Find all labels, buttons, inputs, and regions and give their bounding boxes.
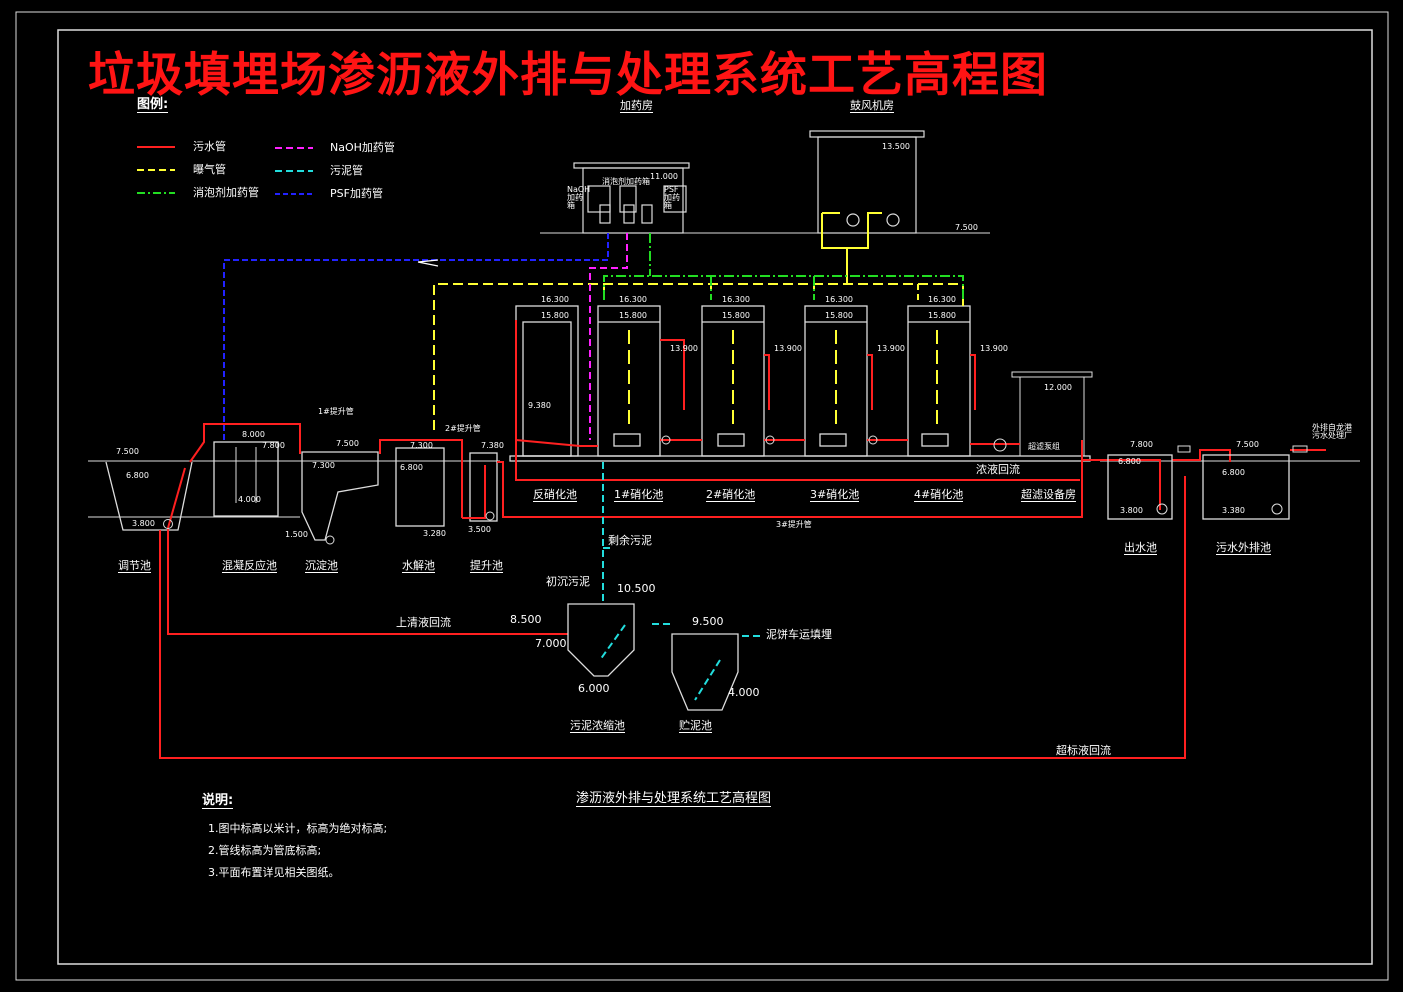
page-title: 垃圾填埋场渗沥液外排与处理系统工艺高程图	[88, 48, 1048, 103]
elev-label: 9.500	[692, 615, 724, 628]
elev-label: 3.280	[423, 529, 446, 538]
unit-name: 污泥浓缩池	[570, 719, 625, 733]
elev-label: 7.500	[336, 439, 359, 448]
elev-label: 16.300	[825, 295, 853, 304]
elev-label: 6.800	[1222, 468, 1245, 477]
unit-name: 水解池	[402, 559, 435, 573]
elev-label: 13.900	[877, 344, 905, 353]
legend-item: 污泥管	[330, 164, 363, 177]
unit-name: 超滤设备房	[1021, 488, 1076, 502]
elev-label: 9.380	[528, 401, 551, 410]
elev-label: 7.380	[481, 441, 504, 450]
elev-label: 6.000	[578, 682, 610, 695]
unit-name: 反硝化池	[533, 488, 577, 502]
elev-label: 13.900	[670, 344, 698, 353]
unit-name: 混凝反应池	[222, 559, 277, 573]
unit-name: 污水外排池	[1216, 541, 1271, 555]
elev-label: 3.800	[1120, 506, 1143, 515]
blower-room-label: 鼓风机房	[850, 99, 894, 113]
tank-label: NaOH加药箱	[567, 185, 591, 210]
elev-label: 7.300	[410, 441, 433, 450]
elev-label: 3.500	[468, 525, 491, 534]
note-line: 3.平面布置详见相关图纸。	[208, 866, 340, 879]
note-line: 2.管线标高为管底标高;	[208, 844, 322, 857]
legend-lines	[137, 146, 313, 195]
elev-label: 13.900	[774, 344, 802, 353]
flow-label: 1#提升管	[318, 407, 354, 416]
legend-item: 污水管	[193, 140, 226, 153]
elev-label: 7.300	[312, 461, 335, 470]
elev-label: 7.500	[955, 223, 978, 232]
elev-label: 7.500	[1236, 440, 1259, 449]
flow-label: 2#提升管	[445, 424, 481, 433]
flow-label: 泥饼车运填埋	[766, 628, 832, 641]
elev-label: 15.800	[619, 311, 647, 320]
elev-label: 16.300	[619, 295, 647, 304]
elev-label: 8.000	[242, 430, 265, 439]
elev-label: 6.800	[1118, 457, 1141, 466]
legend-item: PSF加药管	[330, 187, 383, 200]
unit-name: 调节池	[118, 559, 151, 573]
elev-label: 7.000	[535, 637, 567, 650]
legend-item: 消泡剂加药管	[193, 186, 259, 199]
flow-label: 初沉污泥	[546, 575, 590, 588]
unit-name: 2#硝化池	[706, 488, 756, 502]
elev-label: 6.800	[126, 471, 149, 480]
dosing-room-label: 加药房	[620, 99, 653, 113]
unit-name: 提升池	[470, 559, 503, 573]
dosing-room	[573, 162, 690, 234]
elev-label: 1.500	[285, 530, 308, 539]
legend-item: 曝气管	[193, 163, 226, 176]
elev-label: 8.500	[510, 613, 542, 626]
flow-label: 3#提升管	[776, 520, 812, 529]
elev-label: 13.500	[882, 142, 910, 151]
elev-label: 11.000	[650, 172, 678, 181]
flow-label: 浓液回流	[976, 463, 1020, 476]
notes-heading: 说明:	[202, 793, 234, 809]
legend-item: NaOH加药管	[330, 141, 395, 154]
unit-name: 出水池	[1124, 541, 1157, 555]
elev-label: 16.300	[722, 295, 750, 304]
elev-label: 15.800	[722, 311, 750, 320]
flow-label: 剩余污泥	[608, 534, 652, 547]
elev-label: 12.000	[1044, 383, 1072, 392]
tank-label: 消泡剂加药箱	[602, 177, 650, 186]
elev-label: 16.300	[541, 295, 569, 304]
elev-label: 13.900	[980, 344, 1008, 353]
legend-heading: 图例:	[137, 97, 169, 113]
elev-label: 7.800	[1130, 440, 1153, 449]
elev-label: 4.000	[238, 495, 261, 504]
elev-label: 7.800	[262, 441, 285, 450]
unit-name: 沉淀池	[305, 559, 338, 573]
flow-label: 外排自龙港 污水处理厂	[1312, 423, 1352, 440]
tank-label: PSF加药箱	[664, 185, 680, 210]
drawing-subtitle: 渗沥液外排与处理系统工艺高程图	[576, 791, 772, 807]
elev-label: 3.800	[132, 519, 155, 528]
elev-label: 16.300	[928, 295, 956, 304]
flow-label: 超标液回流	[1056, 744, 1111, 757]
elev-label: 15.800	[541, 311, 569, 320]
flow-label: 上清液回流	[396, 616, 451, 629]
elev-label: 3.380	[1222, 506, 1245, 515]
unit-name: 1#硝化池	[614, 488, 664, 502]
elev-label: 15.800	[825, 311, 853, 320]
elev-label: 4.000	[728, 686, 760, 699]
elev-label: 15.800	[928, 311, 956, 320]
elev-label: 10.500	[617, 582, 656, 595]
elev-label: 6.800	[400, 463, 423, 472]
flow-label: 超滤泵组	[1028, 442, 1060, 451]
note-line: 1.图中标高以米计，标高为绝对标高;	[208, 822, 388, 835]
elev-label: 7.500	[116, 447, 139, 456]
unit-name: 3#硝化池	[810, 488, 860, 502]
unit-name: 4#硝化池	[914, 488, 964, 502]
unit-name: 贮泥池	[679, 719, 712, 733]
